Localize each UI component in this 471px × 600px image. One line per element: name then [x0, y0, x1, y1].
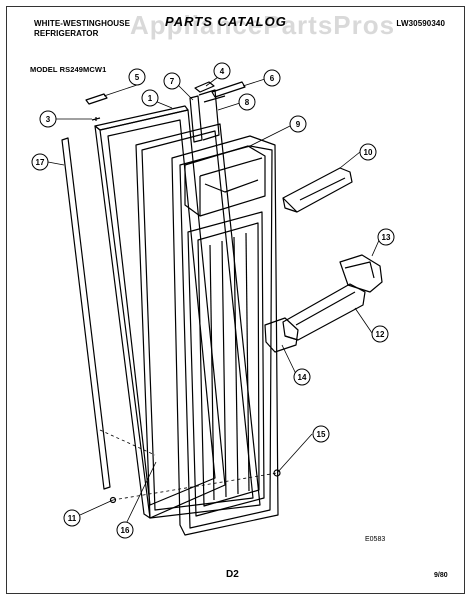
- callout-17: 17: [31, 153, 49, 171]
- part-door-shelf: [282, 283, 366, 341]
- part-handle-piece: [85, 93, 108, 105]
- part-liner-screw: [273, 469, 281, 477]
- svg-text:6: 6: [270, 74, 275, 83]
- part-shelf-support: [264, 317, 299, 353]
- document-id: LW30590340: [396, 19, 445, 28]
- part-outer-door-panel: [94, 105, 226, 519]
- callout-15: 15: [312, 425, 330, 443]
- watermark: AppliancePartsPros: [130, 10, 396, 40]
- callout-9: 9: [289, 115, 307, 133]
- callout-bubbles: 5 1 3 7 4 6 8 9 10 17 13 12 14 15 16 11: [31, 62, 395, 539]
- part-bracket: [194, 81, 215, 93]
- part-screw: [91, 117, 101, 121]
- part-hinge-trim: [189, 89, 226, 143]
- svg-text:1: 1: [148, 94, 153, 103]
- part-plug: [109, 496, 117, 504]
- revision-date: 9/80: [434, 572, 448, 579]
- page-code: D2: [226, 569, 239, 580]
- catalog-title: PARTS CATALOG: [165, 14, 287, 29]
- leader-lines: [47, 73, 381, 527]
- svg-text:10: 10: [364, 148, 373, 157]
- callout-5: 5: [128, 68, 146, 86]
- svg-text:9: 9: [296, 120, 301, 129]
- part-door-gasket: [135, 123, 261, 519]
- part-inner-liner: [171, 135, 279, 536]
- callout-12: 12: [371, 325, 389, 343]
- product-type: REFRIGERATOR: [34, 29, 99, 38]
- part-shelf-bin: [282, 167, 353, 213]
- callout-6: 6: [263, 69, 281, 87]
- callout-16: 16: [116, 521, 134, 539]
- part-gasket-strip: [61, 137, 111, 490]
- callout-7: 7: [163, 72, 181, 90]
- callout-10: 10: [359, 143, 377, 161]
- callout-13: 13: [377, 228, 395, 246]
- svg-text:13: 13: [382, 233, 391, 242]
- svg-text:11: 11: [68, 514, 77, 523]
- svg-text:3: 3: [46, 115, 51, 124]
- svg-text:17: 17: [36, 158, 45, 167]
- svg-text:4: 4: [220, 67, 225, 76]
- model-label: MODEL RS249MCW1: [30, 65, 107, 74]
- callout-4: 4: [213, 62, 231, 80]
- callout-14: 14: [293, 368, 311, 386]
- illustration-code: E0583: [365, 536, 386, 543]
- callout-1: 1: [141, 89, 159, 107]
- svg-text:15: 15: [317, 430, 326, 439]
- svg-text:12: 12: [376, 330, 385, 339]
- callout-8: 8: [238, 93, 256, 111]
- svg-text:8: 8: [245, 98, 250, 107]
- brand-name: WHITE-WESTINGHOUSE: [34, 19, 131, 28]
- svg-text:16: 16: [121, 526, 130, 535]
- page-border: [6, 6, 465, 594]
- part-stopper: [211, 81, 246, 98]
- callout-11: 11: [63, 509, 81, 527]
- callout-3: 3: [39, 110, 57, 128]
- svg-text:7: 7: [170, 77, 175, 86]
- svg-text:5: 5: [135, 73, 140, 82]
- part-shelf-end-cap: [339, 254, 383, 293]
- svg-text:14: 14: [298, 373, 307, 382]
